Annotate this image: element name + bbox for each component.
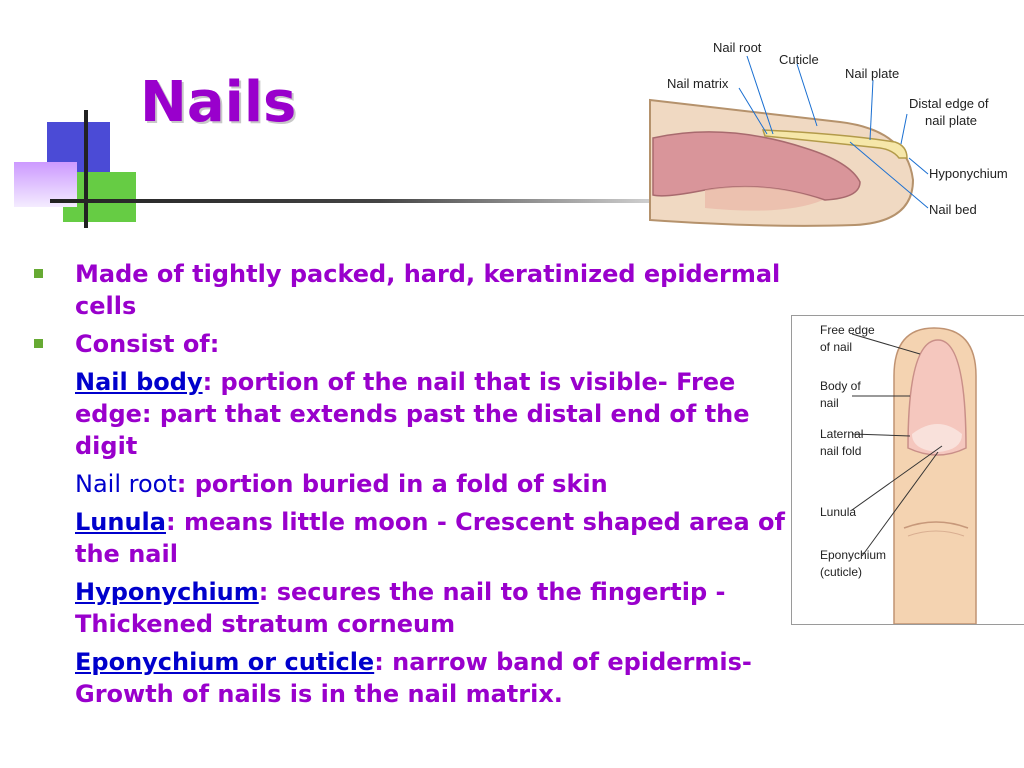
decor-vertical-line bbox=[84, 110, 88, 228]
label-lateral-line1: Laternal bbox=[820, 427, 863, 441]
definition-term: Eponychium or cuticle bbox=[75, 648, 375, 676]
label-lateral-line2: nail fold bbox=[820, 444, 861, 458]
label-nail-bed: Nail bed bbox=[929, 202, 977, 217]
definition-text: : means little moon - Crescent shaped ar… bbox=[75, 508, 785, 568]
label-distal-edge-line1: Distal edge of bbox=[909, 96, 989, 111]
bullet-text: Consist of: bbox=[75, 330, 220, 358]
label-body-line2: nail bbox=[820, 396, 839, 410]
label-distal-edge-line2: nail plate bbox=[925, 113, 977, 128]
label-hyponychium: Hyponychium bbox=[929, 166, 1008, 181]
definition-term: Nail body bbox=[75, 368, 203, 396]
label-lunula: Lunula bbox=[820, 505, 856, 519]
label-body-line1: Body of bbox=[820, 379, 861, 393]
title-underline bbox=[50, 199, 650, 203]
label-eponychium-line2: (cuticle) bbox=[820, 565, 862, 579]
definition-text: : secures the nail to the fingertip - Th… bbox=[75, 578, 726, 638]
definition-text: : portion buried in a fold of skin bbox=[176, 470, 608, 498]
label-free-edge-line1: Free edge bbox=[820, 323, 875, 337]
bullet-marker bbox=[34, 339, 43, 348]
definition-item: Eponychium or cuticle: narrow band of ep… bbox=[34, 646, 794, 710]
definition-item: Nail body: portion of the nail that is v… bbox=[34, 366, 794, 462]
definition-item: Nail root: portion buried in a fold of s… bbox=[34, 468, 794, 500]
label-free-edge-line2: of nail bbox=[820, 340, 852, 354]
definition-item: Lunula: means little moon - Crescent sha… bbox=[34, 506, 794, 570]
definition-term: Hyponychium bbox=[75, 578, 259, 606]
nail-cross-section-diagram: Nail root Cuticle Nail plate Nail matrix… bbox=[649, 40, 1008, 227]
bullet-item: Made of tightly packed, hard, keratinize… bbox=[34, 258, 794, 322]
definition-term: Nail root bbox=[75, 470, 177, 498]
label-nail-plate: Nail plate bbox=[845, 66, 899, 81]
fingernail-diagram: Free edge of nail Body of nail Laternal … bbox=[791, 315, 1024, 625]
definition-text: : portion of the nail that is visible- F… bbox=[75, 368, 750, 460]
bullet-item: Consist of: bbox=[34, 328, 794, 360]
bullet-marker bbox=[34, 269, 43, 278]
bullet-text: Made of tightly packed, hard, keratinize… bbox=[75, 260, 781, 320]
slide-body: Made of tightly packed, hard, keratinize… bbox=[34, 258, 794, 710]
label-cuticle: Cuticle bbox=[779, 52, 819, 67]
definition-item: Hyponychium: secures the nail to the fin… bbox=[34, 576, 794, 640]
definition-text: : narrow band of epidermis- Growth of na… bbox=[75, 648, 752, 708]
label-nail-matrix: Nail matrix bbox=[667, 76, 729, 91]
label-eponychium-line1: Eponychium bbox=[820, 548, 886, 562]
slide-title: Nails bbox=[140, 70, 297, 135]
label-nail-root: Nail root bbox=[713, 40, 762, 55]
definition-term: Lunula bbox=[75, 508, 166, 536]
